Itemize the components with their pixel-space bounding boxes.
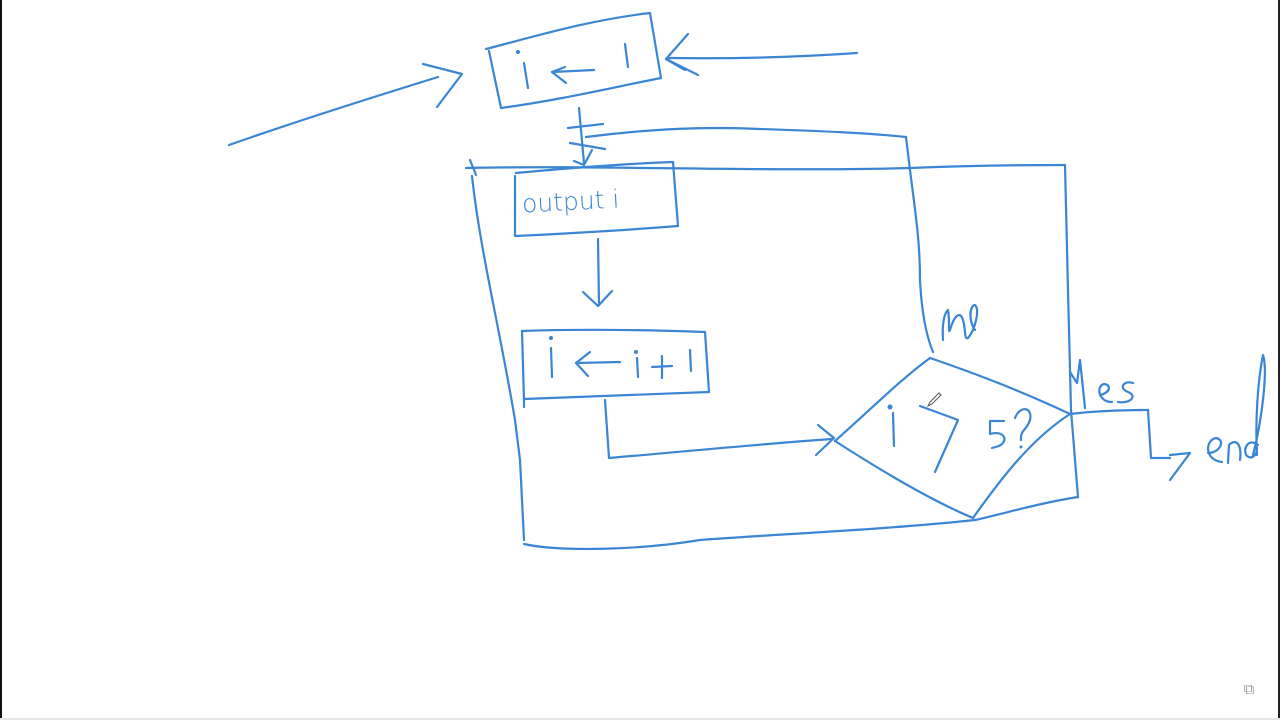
label-yes xyxy=(1068,358,1135,410)
window-right-border xyxy=(1278,0,1280,720)
loop-back-no-branch xyxy=(584,126,935,354)
pencil-cursor-icon xyxy=(926,392,942,408)
connector-yes-end xyxy=(1068,408,1192,482)
entry-arrow-right xyxy=(664,32,859,77)
outer-loop-frame xyxy=(464,158,1080,551)
window-left-border xyxy=(0,0,2,720)
label-no xyxy=(941,303,979,342)
connector-increment-decision xyxy=(603,398,836,460)
copy-icon[interactable]: ⧉ xyxy=(1243,680,1255,698)
connector-init-output xyxy=(566,106,607,167)
increment-box xyxy=(520,328,711,409)
init-box xyxy=(484,11,663,110)
connector-output-increment xyxy=(581,237,614,308)
entry-arrow-left xyxy=(227,62,464,147)
label-end xyxy=(1206,353,1266,465)
decision-diamond xyxy=(833,356,1072,520)
window-bottom-border xyxy=(0,718,1280,720)
output-box xyxy=(513,160,680,238)
